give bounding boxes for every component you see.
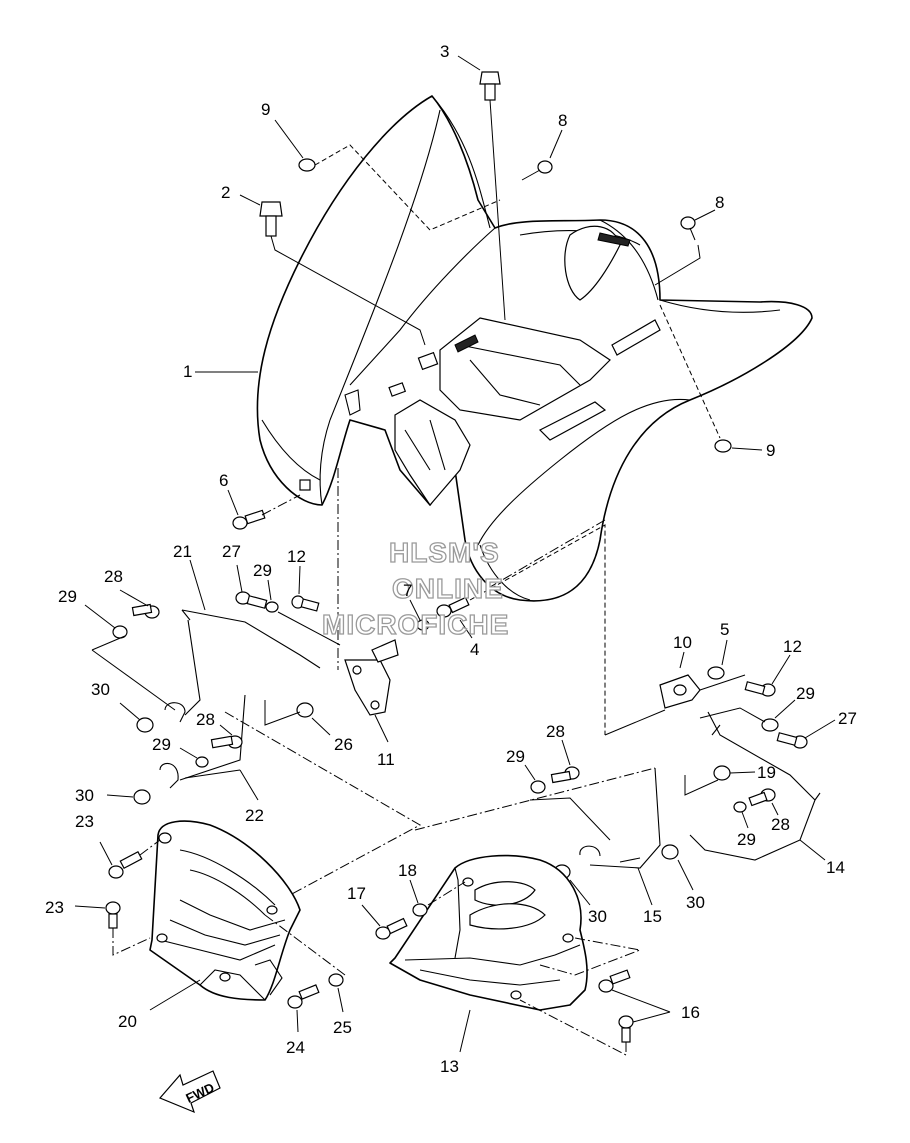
callout-29-right-mid: 29 — [737, 830, 756, 849]
callout-25: 25 — [333, 1018, 352, 1037]
nut-30-left-bottom[interactable] — [106, 789, 151, 805]
stay-14[interactable] — [689, 711, 826, 861]
callout-10: 10 — [673, 633, 692, 652]
bolt-28-right-mid[interactable] — [748, 788, 779, 816]
grommet-9-top[interactable] — [274, 119, 501, 231]
callout-28-left-top: 28 — [104, 567, 123, 586]
washer-18[interactable] — [409, 879, 466, 917]
stay-22[interactable] — [159, 694, 259, 801]
callout-9-top: 9 — [261, 100, 270, 119]
washer-29-left-top[interactable] — [84, 604, 176, 711]
callout-27-left: 27 — [222, 542, 241, 561]
callout-1: 1 — [183, 362, 192, 381]
screw-17[interactable] — [361, 904, 408, 940]
footrest-20[interactable] — [149, 820, 301, 1011]
callout-5: 5 — [720, 620, 729, 639]
washer-25[interactable] — [264, 914, 346, 1013]
nut-30-left-top[interactable] — [119, 702, 154, 733]
bolt-28-center[interactable] — [550, 739, 580, 784]
washer-29-right-top[interactable] — [699, 699, 796, 732]
callout-23-bottom: 23 — [45, 898, 64, 917]
callout-labels: 1 2 3 4 5 6 7 8 8 9 9 10 11 12 12 13 14 … — [45, 42, 857, 1076]
callout-30-center: 30 — [588, 907, 607, 926]
callout-29-left-bottom: 29 — [152, 735, 171, 754]
callout-14: 14 — [826, 858, 845, 877]
callout-27-right: 27 — [838, 709, 857, 728]
washer-29-left-bottom[interactable] — [179, 747, 209, 768]
screw-23-bottom[interactable] — [74, 901, 151, 956]
callout-9-right: 9 — [766, 441, 775, 460]
screw-24[interactable] — [287, 984, 320, 1033]
watermark-line-3: MICROFICHE — [322, 609, 509, 640]
bracket-11[interactable] — [337, 468, 399, 743]
bolt-27-right[interactable] — [776, 719, 836, 749]
stay-21[interactable] — [164, 559, 321, 723]
callout-8-right: 8 — [715, 193, 724, 212]
callout-16: 16 — [681, 1003, 700, 1022]
callout-20: 20 — [118, 1012, 137, 1031]
nut-19[interactable] — [684, 765, 756, 796]
footrest-13[interactable] — [389, 854, 588, 1053]
callout-19: 19 — [757, 763, 776, 782]
callout-11: 11 — [377, 750, 395, 769]
callout-24: 24 — [286, 1038, 305, 1057]
screw-23-top[interactable] — [99, 839, 161, 879]
callout-29-left-mid: 29 — [253, 561, 272, 580]
stay-15[interactable] — [579, 767, 661, 906]
bracket-10[interactable] — [604, 651, 701, 736]
callout-26: 26 — [334, 735, 353, 754]
callout-30-right: 30 — [686, 893, 705, 912]
callout-23-top: 23 — [75, 812, 94, 831]
callout-28-center: 28 — [546, 722, 565, 741]
callout-6: 6 — [219, 471, 228, 490]
bolt-6[interactable] — [227, 489, 301, 530]
callout-3: 3 — [440, 42, 449, 61]
screw-8-right[interactable] — [654, 209, 716, 286]
bolt-3[interactable] — [457, 55, 506, 321]
callout-15: 15 — [643, 907, 662, 926]
bolt-2[interactable] — [239, 194, 426, 346]
screw-16[interactable] — [519, 937, 671, 1056]
callout-13: 13 — [440, 1057, 459, 1076]
watermark-line-2: ONLINE — [392, 573, 504, 604]
bolt-27-left[interactable] — [235, 564, 268, 609]
callout-29-center: 29 — [506, 747, 525, 766]
callout-2: 2 — [221, 183, 230, 202]
washer-29-center[interactable] — [524, 764, 611, 841]
callout-12-right: 12 — [783, 637, 802, 656]
callout-4: 4 — [470, 640, 479, 659]
nut-30-right[interactable] — [661, 844, 694, 891]
bolt-7-and-4[interactable] — [409, 524, 606, 735]
callout-30-left-bottom: 30 — [75, 786, 94, 805]
bolt-12-right[interactable] — [744, 654, 791, 697]
nut-26[interactable] — [264, 700, 331, 736]
callout-7: 7 — [403, 581, 412, 600]
watermark: HLSM'S ONLINE MICROFICHE — [321, 536, 509, 640]
callout-29-left-top: 29 — [58, 587, 77, 606]
callout-28-right: 28 — [771, 815, 790, 834]
bolt-28-left-top[interactable] — [119, 589, 160, 619]
rear-fender[interactable] — [256, 95, 813, 602]
callout-28-left-bottom: 28 — [196, 710, 215, 729]
washer-29-right-mid[interactable] — [733, 801, 749, 829]
screw-8-top[interactable] — [521, 129, 563, 181]
watermark-line-1: HLSM'S — [389, 537, 500, 568]
callout-21: 21 — [173, 542, 192, 561]
callout-8-top: 8 — [558, 111, 567, 130]
bolt-12-left[interactable] — [291, 565, 320, 612]
washer-29-left-mid[interactable] — [265, 579, 341, 646]
callout-30-left-top: 30 — [91, 680, 110, 699]
callout-18: 18 — [398, 861, 417, 880]
callout-12-left: 12 — [287, 547, 306, 566]
grommet-9-right[interactable] — [659, 304, 763, 453]
callout-29-right-top: 29 — [796, 684, 815, 703]
bolt-28-left-bottom[interactable] — [210, 724, 243, 749]
fwd-arrow: FWD — [158, 1070, 221, 1114]
collar-5[interactable] — [699, 639, 746, 691]
callout-22: 22 — [245, 806, 264, 825]
callout-17: 17 — [347, 884, 366, 903]
